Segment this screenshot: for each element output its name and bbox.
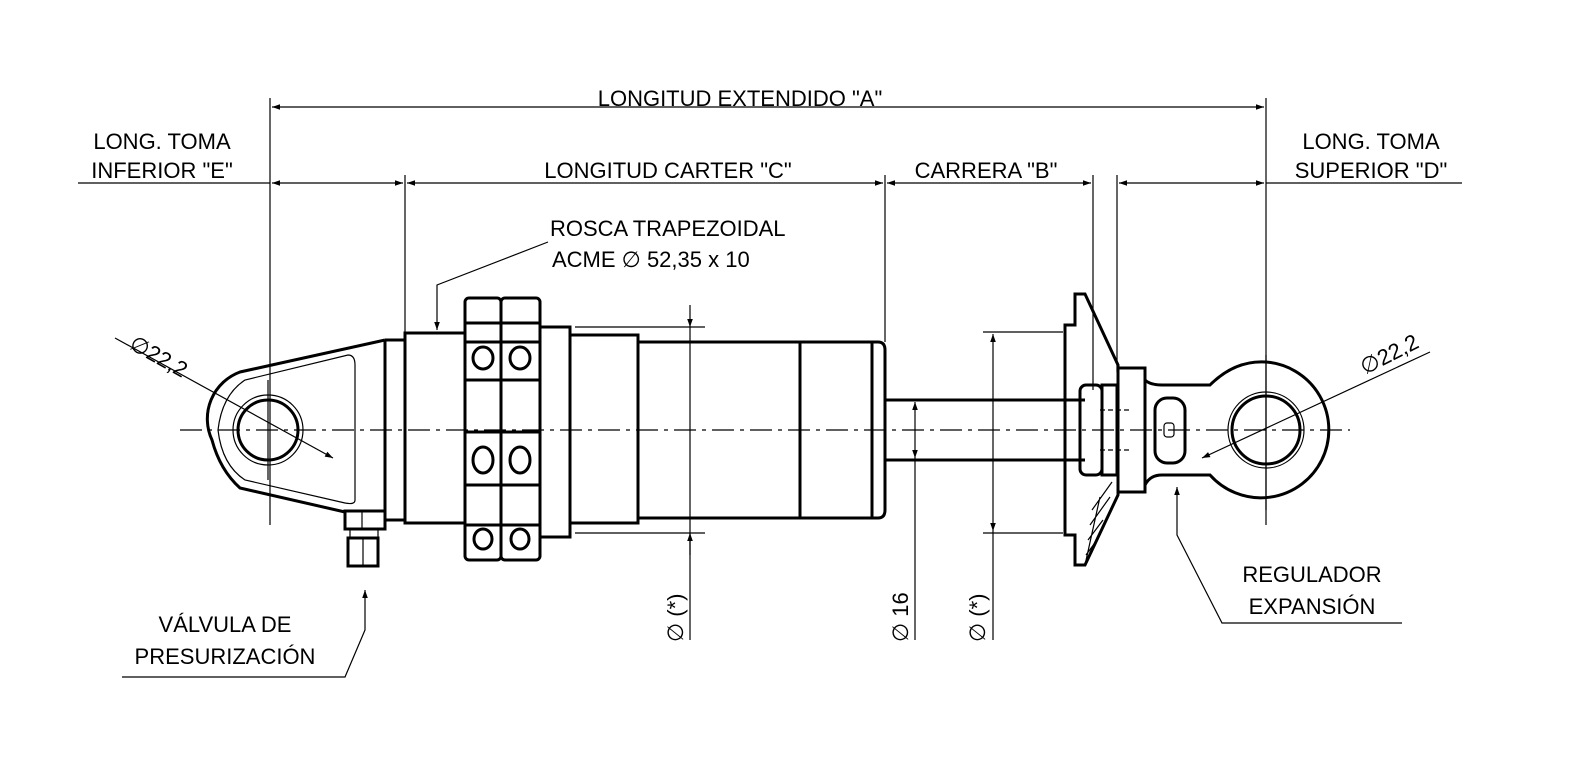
- valve-label-1: VÁLVULA DE: [159, 612, 292, 637]
- right-eye-diameter-label: ∅22,2: [1356, 329, 1423, 379]
- callout-valve: VÁLVULA DE PRESURIZACIÓN: [122, 590, 368, 678]
- stroke-label: CARRERA "B": [915, 158, 1058, 183]
- upper-mount-label-2: SUPERIOR "D": [1295, 158, 1448, 183]
- regulator-label-1: REGULADOR: [1242, 562, 1381, 587]
- valve-label-2: PRESURIZACIÓN: [135, 644, 316, 669]
- pressurization-valve: [343, 509, 387, 568]
- callout-regulator: REGULADOR EXPANSIÓN: [1174, 487, 1402, 624]
- upper-eye-mount: [1063, 292, 1331, 567]
- lower-mount-label-1: LONG. TOMA: [93, 129, 231, 154]
- upper-mount-label-1: LONG. TOMA: [1302, 129, 1440, 154]
- dimension-row: LONG. TOMA INFERIOR "E" LONGITUD CARTER …: [91, 129, 1448, 186]
- regulator-label-2: EXPANSIÓN: [1249, 594, 1376, 619]
- lower-mount-label-2: INFERIOR "E": [91, 158, 233, 183]
- overall-length-label: LONGITUD EXTENDIDO "A": [598, 86, 883, 111]
- thread-label-1: ROSCA TRAPEZOIDAL: [550, 216, 786, 241]
- cylinder-body: [403, 296, 887, 562]
- body-diameter-label: ∅ (*): [663, 594, 688, 643]
- housing-length-label: LONGITUD CARTER "C": [544, 158, 791, 183]
- dimension-overall-length: LONGITUD EXTENDIDO "A": [272, 86, 1264, 111]
- preload-nuts: [463, 296, 542, 562]
- lower-eye-mount: [205, 338, 405, 522]
- piston-rod: [885, 398, 1085, 462]
- plate-diameter-label: ∅ (*): [965, 594, 990, 643]
- callout-thread: ROSCA TRAPEZOIDAL ACME ∅ 52,35 x 10: [434, 216, 786, 330]
- rod-diameter-label: ∅ 16: [888, 592, 913, 642]
- thread-label-2: ACME ∅ 52,35 x 10: [552, 247, 750, 272]
- left-eye-diameter-label: ∅22,2: [126, 331, 192, 383]
